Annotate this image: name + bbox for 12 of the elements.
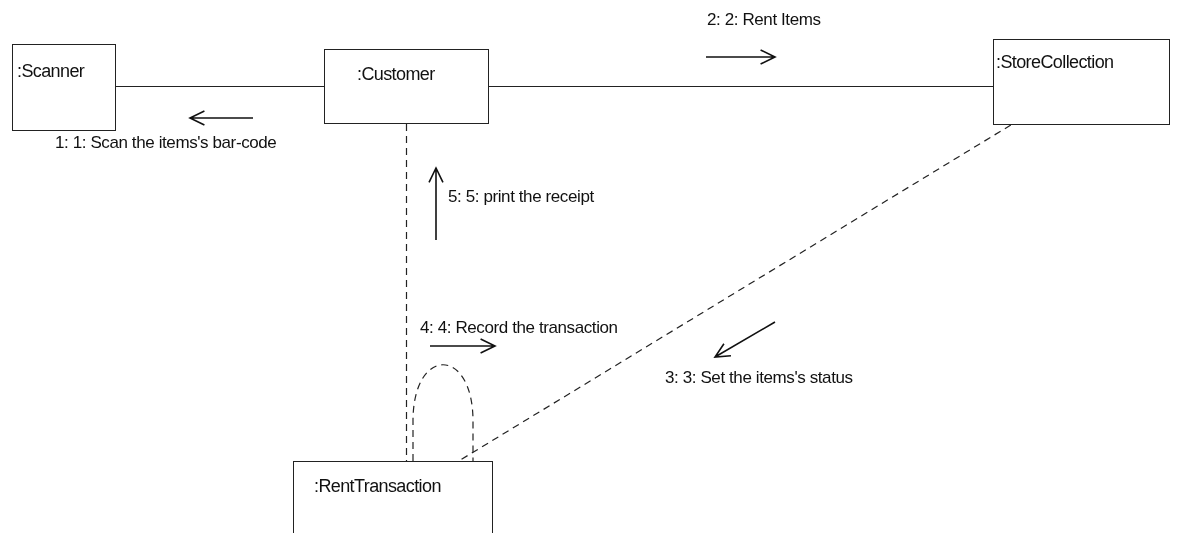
object-box: [324, 49, 489, 124]
object-box: [12, 44, 116, 131]
object-name: :Scanner: [17, 61, 85, 81]
connector-line: [488, 85, 994, 88]
object-box: [293, 461, 493, 533]
object-name: :RentTransaction: [314, 476, 441, 496]
object-box: [993, 39, 1170, 125]
connector-line: [115, 85, 325, 88]
message-label: 5: 5: print the receipt: [448, 187, 594, 207]
object-name: :Customer: [357, 64, 435, 84]
connector-line: [412, 364, 474, 462]
object-name: :StoreCollection: [996, 52, 1114, 72]
